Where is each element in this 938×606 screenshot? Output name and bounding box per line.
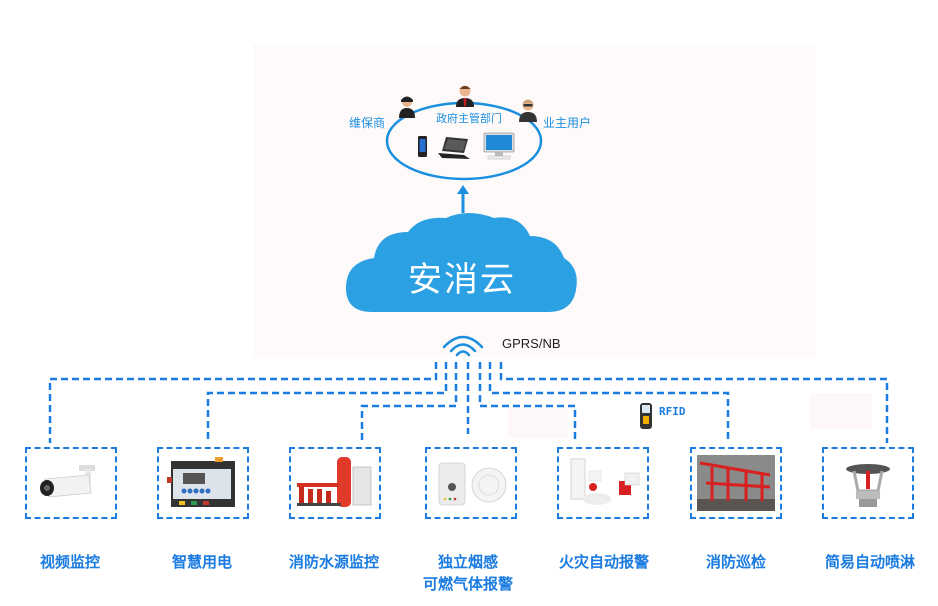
link-water [360, 362, 458, 443]
device-label-smoke: 独立烟感 [437, 553, 498, 571]
device-label-electric: 智慧用电 [171, 553, 232, 571]
up-arrow-icon [457, 185, 469, 213]
device-box-electric[interactable] [157, 447, 249, 519]
role-maintenance: 维保商 [349, 116, 386, 130]
link-electric [206, 362, 448, 443]
device-label-sprinkler: 简易自动喷淋 [824, 553, 915, 571]
rfid-reader-icon [640, 403, 652, 429]
government-person-icon [456, 85, 474, 107]
role-government: 政府主管部门 [436, 112, 502, 125]
smoke-gas-detector-icon [438, 462, 507, 506]
network-label: GPRS/NB [502, 336, 561, 351]
sprinkler-icon [846, 464, 890, 507]
device-box-smoke-gas[interactable] [425, 447, 517, 519]
desktop-icon [483, 132, 515, 160]
device-box-water[interactable] [289, 447, 381, 519]
device-box-patrol[interactable] [690, 447, 782, 519]
water-pump-icon [297, 457, 372, 507]
device-label-fire-alarm: 火灾自动报警 [558, 553, 649, 571]
link-patrol [488, 362, 730, 443]
device-label-patrol: 消防巡检 [705, 553, 766, 571]
device-label-video: 视频监控 [39, 553, 100, 571]
device-box-fire-alarm[interactable] [557, 447, 649, 519]
cloud-icon [346, 213, 577, 312]
fire-alarm-icon [570, 458, 640, 505]
wifi-icon [442, 335, 484, 357]
background-patch [810, 393, 872, 429]
fire-pipe-inspection-icon [697, 455, 775, 511]
maintenance-person-icon [399, 96, 415, 118]
phone-icon [418, 136, 427, 157]
platform-name: 安消云 [408, 260, 516, 300]
device-box-video[interactable] [25, 447, 117, 519]
rfid-label: RFID [659, 405, 686, 418]
role-owner: 业主用户 [543, 116, 592, 130]
device-label-gas: 可燃气体报警 [422, 575, 513, 593]
link-sprinkler [499, 362, 889, 443]
electrical-monitor-icon [167, 457, 235, 507]
connection-lines [48, 362, 889, 443]
background-patch [508, 408, 568, 438]
device-box-sprinkler[interactable] [822, 447, 914, 519]
device-label-water: 消防水源监控 [288, 553, 379, 571]
owner-person-icon [519, 99, 537, 122]
laptop-icon [438, 137, 470, 159]
link-fire-alarm [478, 362, 577, 443]
link-video [48, 362, 438, 443]
camera-icon [40, 465, 95, 498]
